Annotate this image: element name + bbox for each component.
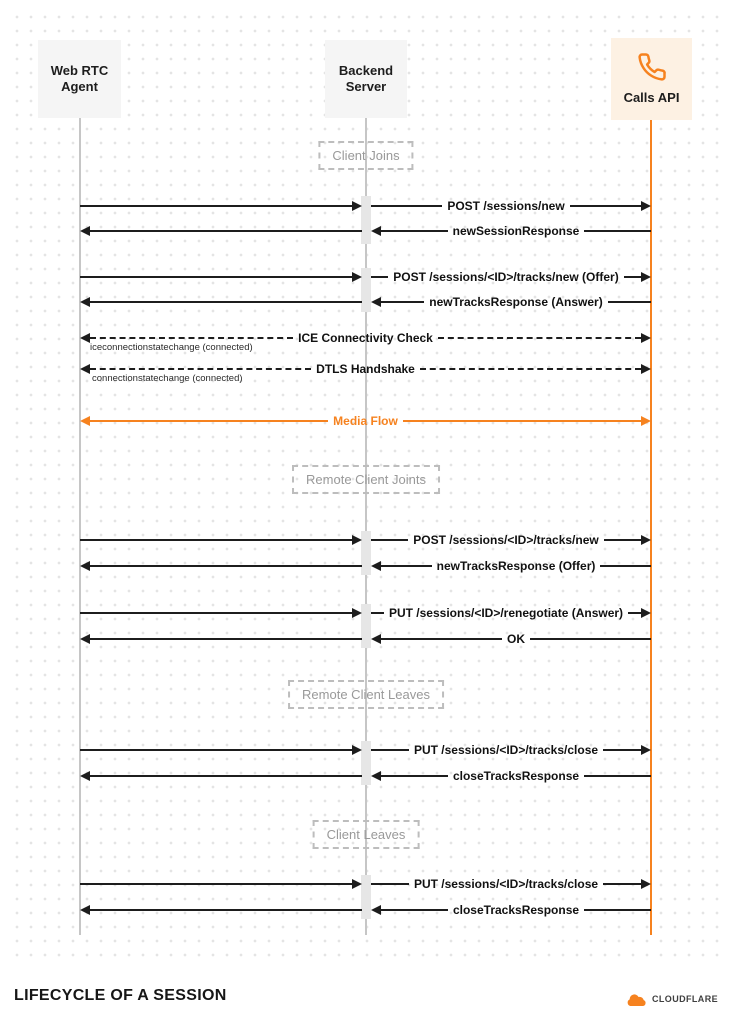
arrowhead-right [641, 333, 652, 343]
message-new-tracks-response-answer: newTracksResponse (Answer) [371, 294, 651, 310]
message-label: ICE Connectivity Check [298, 331, 433, 345]
message-label: DTLS Handshake [316, 362, 415, 376]
message-label: POST /sessions/<ID>/tracks/new (Offer) [393, 270, 619, 284]
arrowhead-right [641, 416, 652, 426]
arrowhead-left [371, 561, 381, 571]
arrowhead-right [641, 272, 652, 282]
message-agent-to-backend [80, 876, 362, 892]
message-label: newTracksResponse (Answer) [429, 295, 603, 309]
activation-bar [361, 741, 371, 785]
actor-backend-server: Backend Server [325, 40, 407, 118]
message-label: POST /sessions/<ID>/tracks/new [413, 533, 599, 547]
message-post-tracks-new-offer: POST /sessions/<ID>/tracks/new (Offer) [371, 269, 652, 285]
message-label: closeTracksResponse [452, 903, 580, 917]
activation-bar [361, 196, 371, 244]
arrowhead-left [80, 416, 90, 426]
arrowhead-right [352, 201, 362, 211]
activation-bar [361, 604, 371, 648]
actor-calls-api: Calls API [611, 38, 692, 120]
message-label: POST /sessions/new [447, 199, 565, 213]
lifeline-calls-api [650, 118, 652, 935]
message-put-tracks-close: PUT /sessions/<ID>/tracks/close [371, 742, 652, 758]
message-backend-to-agent [80, 294, 362, 310]
message-agent-to-backend [80, 198, 362, 214]
actor-label: Calls API [623, 89, 680, 105]
message-backend-to-agent [80, 631, 362, 647]
arrowhead-right [641, 879, 652, 889]
message-post-sessions-new: POST /sessions/new [371, 198, 651, 214]
message-close-tracks-response: closeTracksResponse [371, 768, 652, 784]
arrowhead-right [641, 745, 652, 755]
section-remote-client-leaves: Remote Client Leaves [288, 680, 444, 709]
message-put-renegotiate: PUT /sessions/<ID>/renegotiate (Answer) [371, 605, 652, 621]
message-agent-to-backend [80, 269, 362, 285]
note-connectionstatechange: connectionstatechange (connected) [92, 373, 243, 384]
message-dtls-handshake: DTLS Handshake [80, 361, 652, 377]
arrowhead-right [641, 201, 651, 211]
cloudflare-logo: CLOUDFLARE [626, 992, 718, 1006]
message-ok: OK [371, 631, 651, 647]
message-new-tracks-response-offer: newTracksResponse (Offer) [371, 558, 651, 574]
message-close-tracks-response: closeTracksResponse [371, 902, 652, 918]
message-label: newSessionResponse [452, 224, 580, 238]
note-iceconnectionstatechange: iceconnectionstatechange (connected) [90, 342, 253, 353]
arrowhead-left [80, 905, 90, 915]
arrowhead-left [371, 226, 381, 236]
message-label: Media Flow [333, 414, 398, 428]
message-label: OK [507, 632, 525, 646]
section-client-joins: Client Joins [318, 141, 414, 170]
arrowhead-left [80, 364, 90, 374]
arrowhead-left [80, 226, 90, 236]
message-agent-to-backend [80, 532, 362, 548]
arrowhead-left [80, 771, 90, 781]
section-client-leaves: Client Leaves [312, 820, 420, 849]
message-put-tracks-close: PUT /sessions/<ID>/tracks/close [371, 876, 652, 892]
message-media-flow: Media Flow [80, 413, 652, 429]
cloud-icon [627, 994, 646, 1006]
arrowhead-left [371, 297, 381, 307]
arrowhead-right [641, 608, 652, 618]
actor-web-rtc-agent: Web RTC Agent [38, 40, 121, 118]
arrowhead-left [80, 297, 90, 307]
activation-bar [361, 268, 371, 312]
section-remote-client-joins: Remote Client Joints [292, 465, 440, 494]
message-backend-to-agent [80, 558, 362, 574]
message-backend-to-agent [80, 902, 362, 918]
arrowhead-left [371, 905, 381, 915]
message-post-tracks-new: POST /sessions/<ID>/tracks/new [371, 532, 652, 548]
arrowhead-right [352, 608, 362, 618]
message-backend-to-agent [80, 223, 362, 239]
arrowhead-left [80, 561, 90, 571]
message-backend-to-agent [80, 768, 362, 784]
message-label: PUT /sessions/<ID>/tracks/close [413, 743, 599, 757]
arrowhead-right [352, 272, 362, 282]
arrowhead-left [371, 771, 381, 781]
message-label: newTracksResponse (Offer) [436, 559, 596, 573]
message-agent-to-backend [80, 742, 362, 758]
phone-icon [637, 52, 667, 82]
arrowhead-right [352, 535, 362, 545]
lifeline-backend-server [365, 118, 367, 935]
actor-label: Web RTC Agent [50, 62, 109, 94]
actor-label: Backend Server [338, 62, 394, 94]
arrowhead-right [352, 745, 362, 755]
activation-bar [361, 875, 371, 919]
arrowhead-left [80, 634, 90, 644]
message-ice-connectivity-check: ICE Connectivity Check [80, 330, 652, 346]
page-title: LIFECYCLE OF A SESSION [14, 987, 227, 1004]
arrowhead-right [352, 879, 362, 889]
arrowhead-right [641, 535, 652, 545]
message-new-session-response: newSessionResponse [371, 223, 651, 239]
arrowhead-left [371, 634, 381, 644]
message-label: PUT /sessions/<ID>/renegotiate (Answer) [388, 606, 624, 620]
arrowhead-left [80, 333, 90, 343]
message-agent-to-backend [80, 605, 362, 621]
arrowhead-right [641, 364, 652, 374]
brand-text: CLOUDFLARE [652, 994, 718, 1004]
message-label: closeTracksResponse [452, 769, 580, 783]
message-label: PUT /sessions/<ID>/tracks/close [413, 877, 599, 891]
activation-bar [361, 531, 371, 575]
lifeline-web-rtc-agent [79, 118, 81, 935]
